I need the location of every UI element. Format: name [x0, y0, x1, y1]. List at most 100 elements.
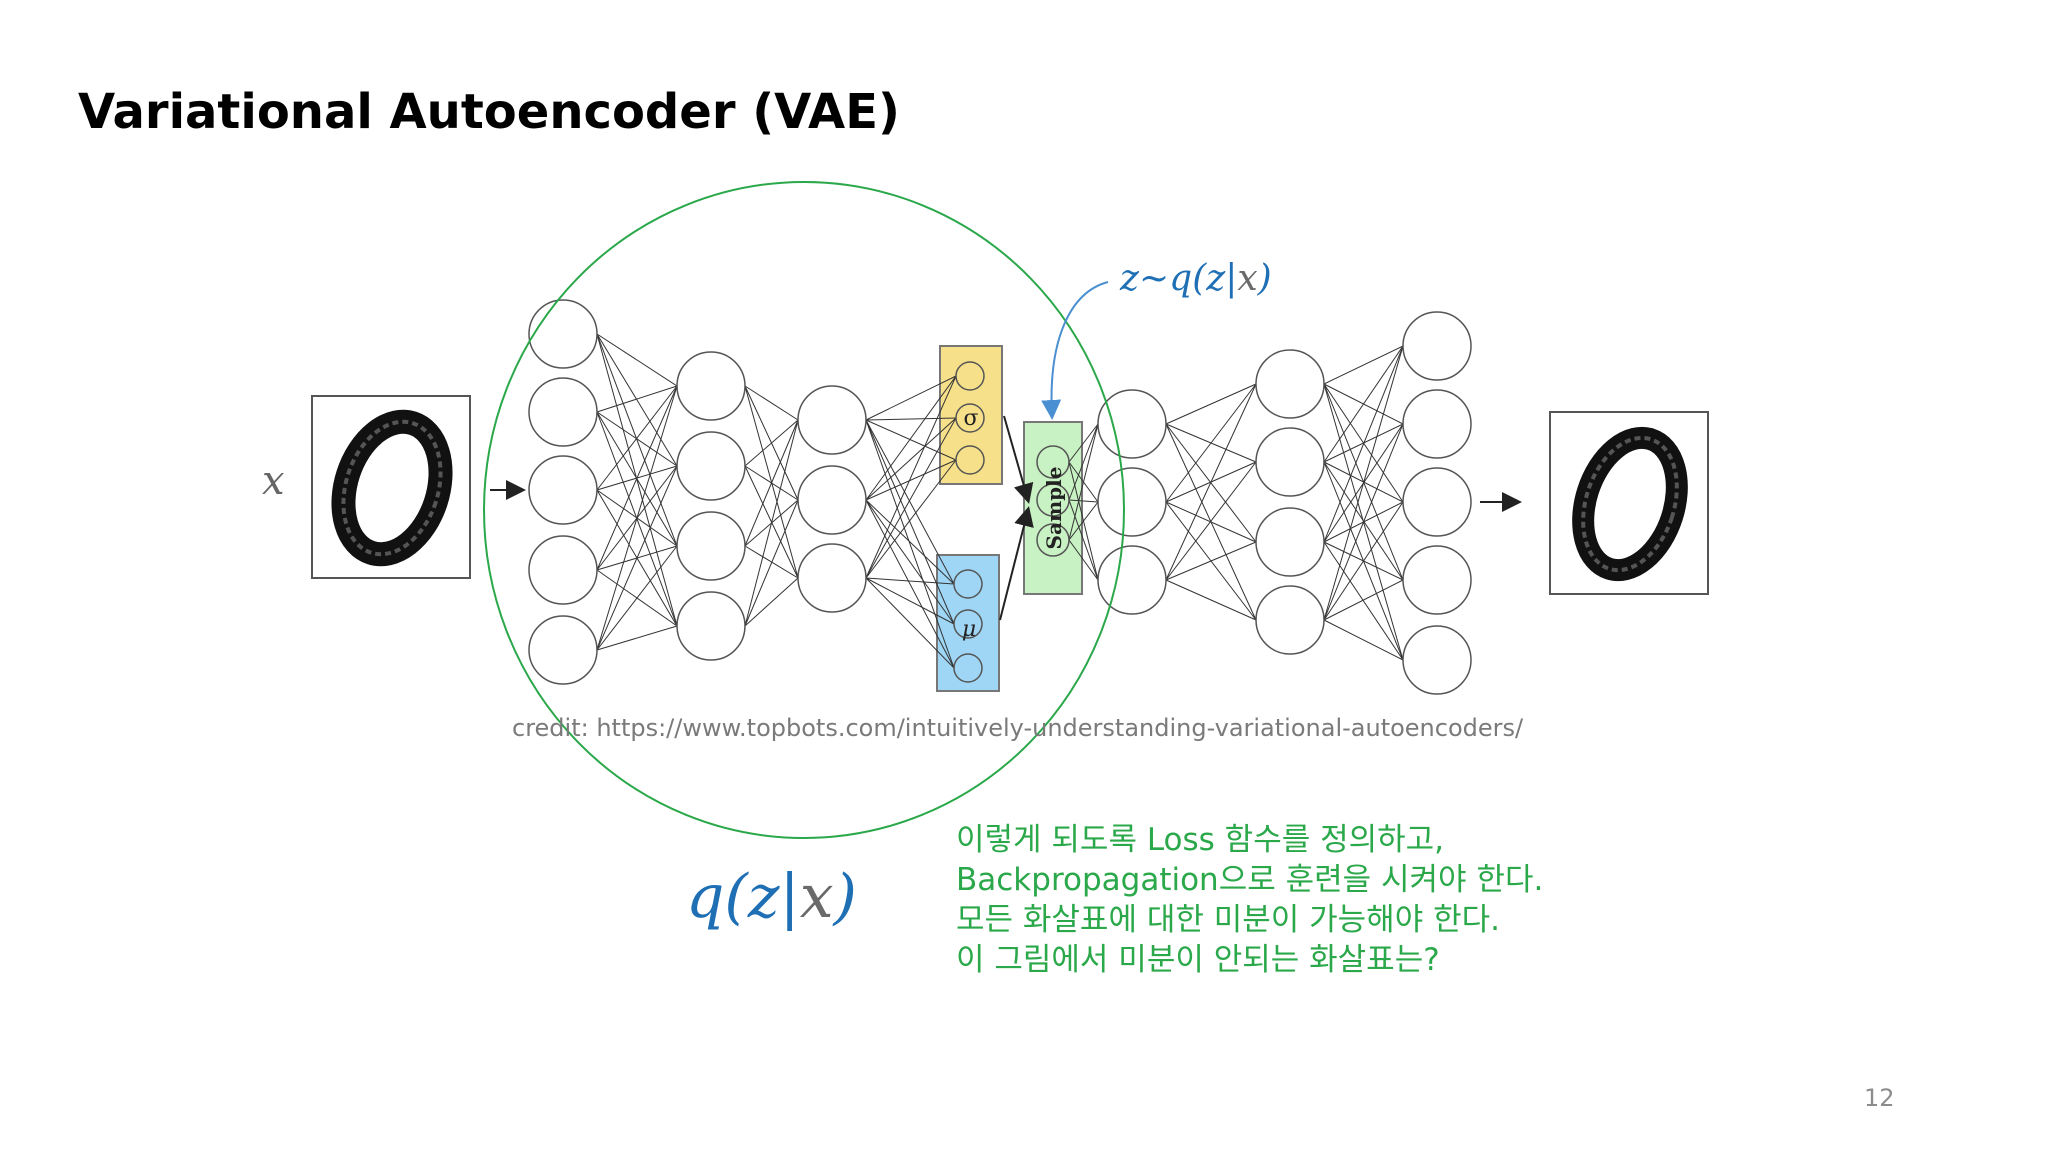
- note-line-2: Backpropagation으로 훈련을 시켜야 한다.: [956, 862, 1544, 898]
- connection-edge: [1165, 501, 1257, 543]
- close-paren: ): [833, 862, 857, 932]
- neuron-node: [528, 299, 598, 369]
- neuron-node: [1255, 349, 1325, 419]
- neuron-node: [1402, 389, 1472, 459]
- open-paren: (: [724, 862, 748, 932]
- connection-edge: [596, 385, 678, 491]
- connection-edge: [744, 419, 799, 467]
- neuron-node: [528, 615, 598, 685]
- connection-edge: [1323, 345, 1404, 463]
- connection-edge: [1165, 383, 1257, 425]
- connection-edge: [865, 419, 955, 625]
- connection-edge: [1165, 461, 1257, 581]
- z-symbol: z: [1120, 258, 1139, 299]
- connection-edge: [744, 385, 799, 421]
- sigma-to-sample-arrow: [1003, 415, 1034, 504]
- connection-edge: [596, 625, 678, 651]
- z-symbol-2: z: [1206, 258, 1226, 299]
- connection-edge: [865, 419, 957, 461]
- connection-edge: [865, 459, 957, 579]
- mu-box: [936, 554, 1000, 692]
- sample-neuron-node: [1036, 523, 1070, 557]
- neuron-node: [1097, 467, 1167, 537]
- connection-edge: [596, 385, 678, 651]
- connection-edge: [596, 333, 678, 467]
- connection-edge: [1323, 345, 1404, 385]
- page-number: 12: [1864, 1084, 1895, 1112]
- neuron-node: [676, 511, 746, 581]
- neuron-node: [1255, 507, 1325, 577]
- sigma-neuron-node: [955, 403, 985, 433]
- sigma-neuron-node: [955, 361, 985, 391]
- connection-edge: [865, 419, 955, 669]
- connection-edge: [1165, 383, 1257, 503]
- encoder-annotation: q(z|x): [686, 862, 857, 932]
- sigma-neuron-node: [955, 445, 985, 475]
- x-symbol: x: [1237, 258, 1258, 299]
- connection-edge: [1068, 423, 1099, 501]
- neuron-node: [1402, 545, 1472, 615]
- connection-edge: [865, 499, 955, 625]
- x-symbol: x: [799, 862, 834, 932]
- mu-neuron-node: [953, 569, 983, 599]
- z-symbol: z: [747, 862, 780, 932]
- connection-edge: [1068, 501, 1099, 541]
- connection-edge: [1068, 539, 1099, 581]
- connection-edge: [1323, 501, 1404, 621]
- connection-edge: [865, 417, 957, 421]
- connection-edge: [596, 333, 678, 387]
- connection-edge: [865, 417, 957, 579]
- bar-symbol: |: [779, 862, 800, 932]
- neuron-node: [1097, 545, 1167, 615]
- neuron-node: [1402, 467, 1472, 537]
- connection-edge: [1068, 423, 1099, 541]
- explanation-note: 이렇게 되도록 Loss 함수를 정의하고, Backpropagation으로…: [956, 820, 1543, 980]
- connection-edge: [596, 333, 678, 547]
- open-paren: (: [1192, 258, 1207, 299]
- neuron-node: [676, 591, 746, 661]
- connection-edge: [1068, 423, 1099, 463]
- connection-edge: [865, 577, 955, 669]
- note-line-4: 이 그림에서 미분이 안되는 화살표는?: [956, 942, 1440, 978]
- q-symbol: q: [686, 862, 725, 932]
- connection-edge: [1165, 579, 1257, 621]
- neuron-node: [676, 351, 746, 421]
- z-sample-annotation: z~q(z|x): [1120, 258, 1272, 299]
- neuron-node: [1255, 585, 1325, 655]
- network-neurons: [528, 299, 1472, 695]
- mu-neuron-node: [953, 609, 983, 639]
- connection-edge: [1323, 619, 1404, 661]
- connection-edge: [1323, 423, 1404, 621]
- neuron-node: [1097, 389, 1167, 459]
- connection-edge: [865, 577, 955, 625]
- connection-edge: [865, 459, 957, 501]
- neuron-node: [1402, 625, 1472, 695]
- connection-edge: [865, 375, 957, 501]
- connection-edge: [744, 419, 799, 547]
- q-symbol: q: [1169, 258, 1193, 299]
- sample-label: Sample: [1042, 467, 1066, 550]
- sample-neuron-node: [1036, 445, 1070, 479]
- connection-edge: [1165, 383, 1257, 581]
- note-line-3: 모든 화살표에 대한 미분이 가능해야 한다.: [956, 902, 1500, 938]
- connection-edge: [596, 545, 678, 651]
- sigma-box: [939, 345, 1003, 485]
- network-connections: [596, 333, 1404, 669]
- neuron-node: [528, 535, 598, 605]
- tilde-symbol: ~: [1138, 258, 1170, 299]
- image-credit: credit: https://www.topbots.com/intuitiv…: [512, 714, 1524, 742]
- input-digit-image: [311, 395, 471, 579]
- neuron-node: [797, 465, 867, 535]
- sample-neuron-node: [1036, 483, 1070, 517]
- neuron-node: [528, 377, 598, 447]
- mu-to-sample-arrow: [999, 506, 1034, 621]
- connection-edge: [596, 411, 678, 467]
- connection-edge: [1323, 345, 1404, 543]
- connection-edge: [744, 419, 799, 627]
- bar-symbol: |: [1225, 258, 1238, 299]
- slide-title: Variational Autoencoder (VAE): [78, 84, 900, 140]
- connection-edge: [596, 385, 678, 413]
- connection-edge: [1165, 541, 1257, 581]
- neuron-node: [1255, 427, 1325, 497]
